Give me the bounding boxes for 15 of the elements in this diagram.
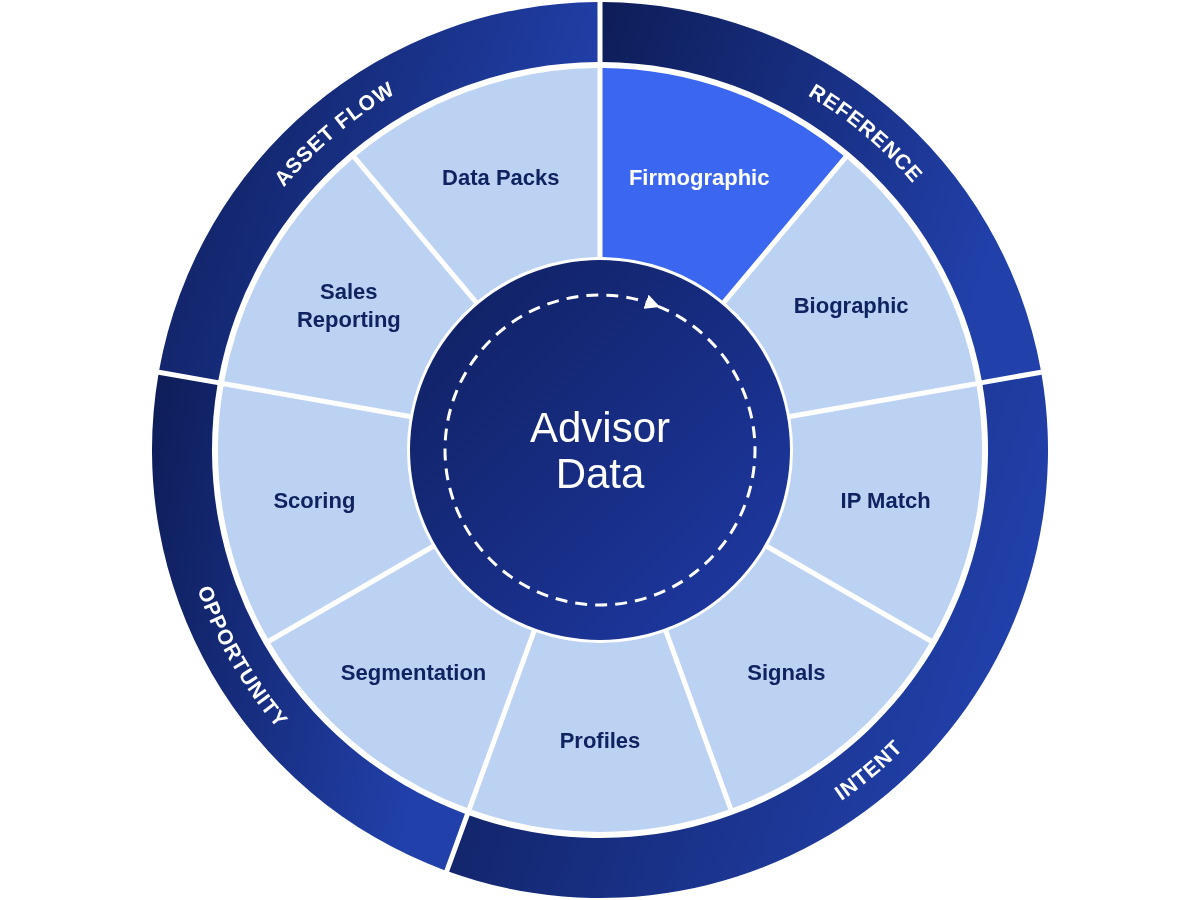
segment-label: Signals	[747, 660, 826, 686]
segment-label: Scoring	[273, 488, 356, 514]
wheel-segment	[768, 386, 982, 639]
segment-label: Sales Reporting	[296, 279, 401, 332]
segment-label: IP Match	[840, 488, 931, 514]
segment-label: Data Packs	[442, 165, 560, 191]
center-label: Advisor Data	[529, 404, 671, 497]
center-circle	[410, 260, 790, 640]
category-ring-band	[602, 2, 1041, 381]
segment-label: Firmographic	[628, 165, 770, 191]
segment-label: Profiles	[559, 728, 641, 753]
segment-label: Segmentation	[340, 660, 487, 686]
category-ring-band	[159, 2, 598, 381]
segment-label: Biographic	[793, 293, 909, 318]
wheel-segment	[668, 548, 930, 809]
